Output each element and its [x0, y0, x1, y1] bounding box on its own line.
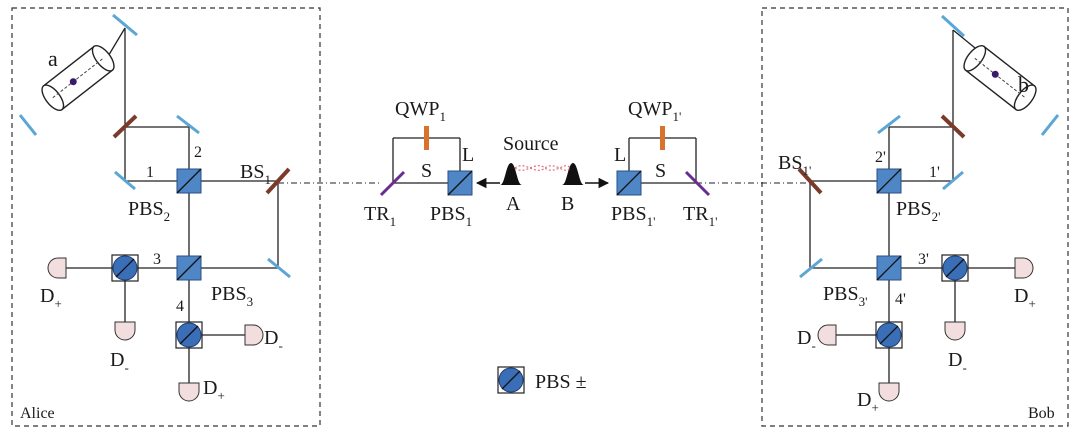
label-bob: Bob	[1028, 405, 1055, 422]
qwp1p	[660, 126, 665, 150]
label-pbs3p: PBS3'	[823, 283, 867, 309]
label-path-2p: 2'	[875, 149, 886, 166]
label-pbs2p: PBS2'	[896, 198, 940, 224]
beamsplitter	[112, 114, 138, 139]
qwp1	[424, 126, 429, 150]
tr1	[379, 170, 406, 197]
pbs-pm	[875, 321, 903, 349]
label-l-left: L	[462, 144, 474, 166]
label-d-minus: D-	[264, 327, 283, 353]
label-pbs-pm: PBS ±	[535, 371, 587, 393]
mirror	[114, 170, 136, 191]
label-path-4: 4	[176, 298, 184, 315]
label-d-plus: D+	[40, 285, 62, 311]
detector-icon	[178, 382, 200, 402]
bob-mirrors	[799, 14, 1060, 279]
label-pbs3: PBS3	[211, 283, 253, 309]
label-pbs1p: PBS1'	[611, 203, 655, 229]
detector-icon	[1014, 257, 1034, 279]
mirror	[112, 13, 138, 37]
label-s-left: S	[421, 160, 432, 182]
entanglement-source-b	[963, 45, 1037, 111]
detector-icon	[47, 257, 67, 279]
entanglement-link	[514, 165, 571, 171]
mirror	[942, 170, 964, 191]
detector-icon	[114, 321, 136, 341]
detector-icon	[244, 324, 264, 346]
mirror	[799, 257, 823, 279]
alice-lab-box	[11, 7, 321, 427]
entanglement-source-a	[41, 45, 115, 111]
label-path-4p: 4'	[895, 291, 906, 308]
label-alice: Alice	[20, 405, 55, 422]
detector-icon	[878, 382, 900, 402]
legend-pbs-pm	[497, 366, 525, 394]
pbs-pm	[175, 321, 203, 349]
label-bs1p: BS1'	[778, 152, 811, 178]
alice-beam-paths	[63, 27, 279, 385]
label-bs1: BS1	[240, 161, 271, 187]
mirror	[18, 114, 38, 136]
label-qwp1p: QWP1'	[628, 98, 681, 124]
label-source-b: b	[1018, 72, 1029, 97]
label-d-plus: D+	[857, 389, 879, 415]
pbs3	[176, 255, 202, 281]
alice-mirrors	[18, 13, 291, 279]
label-l-right: L	[614, 144, 626, 166]
pbs1p	[616, 170, 642, 196]
pbs-pm	[111, 254, 139, 282]
label-path-3: 3	[153, 251, 161, 268]
label-pbs2: PBS2	[128, 198, 170, 224]
photon-pulse-b	[562, 163, 584, 185]
beamsplitter	[940, 114, 966, 139]
pbs2	[176, 168, 202, 194]
photon-pulse-a	[500, 163, 522, 185]
label-path-3p: 3'	[918, 251, 929, 268]
label-source-a: a	[48, 46, 58, 71]
pbs2p	[876, 168, 902, 194]
label-tr1p: TR1'	[683, 203, 717, 229]
pbs3p	[876, 255, 902, 281]
bob-lab-box	[761, 7, 1069, 427]
mirror	[1040, 114, 1060, 136]
label-path-2: 2	[194, 144, 202, 161]
pbs-pm	[941, 254, 969, 282]
label-pbs1: PBS1	[430, 203, 472, 229]
label-d-minus: D-	[948, 349, 967, 375]
label-pulse-b: B	[561, 193, 574, 215]
label-d-plus: D+	[203, 377, 225, 403]
mirror	[877, 114, 901, 135]
label-path-1: 1	[146, 164, 154, 181]
label-d-minus: D-	[797, 327, 816, 353]
label-source: Source	[503, 133, 559, 155]
beamsplitter-bs1	[265, 167, 291, 195]
detector-icon	[944, 321, 966, 341]
label-tr1: TR1	[364, 203, 396, 229]
pbs1	[447, 170, 473, 196]
tr1p	[684, 170, 711, 197]
label-qwp1: QWP1	[395, 98, 446, 124]
label-s-right: S	[655, 160, 666, 182]
mirror	[176, 114, 200, 135]
mirror	[267, 257, 291, 279]
label-d-plus: D+	[1014, 285, 1036, 311]
label-d-minus: D-	[110, 349, 129, 375]
detector-icon	[817, 324, 837, 346]
mirror	[940, 14, 966, 38]
label-path-1p: 1'	[929, 164, 940, 181]
label-pulse-a: A	[506, 193, 521, 215]
beamsplitter-bs1p	[797, 167, 823, 195]
